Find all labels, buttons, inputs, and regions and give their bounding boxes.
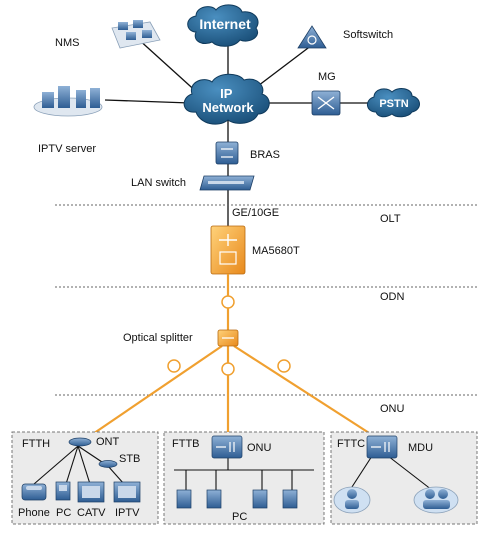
catv-icon — [77, 481, 105, 503]
bras-icon — [215, 141, 239, 165]
fttc-title: FTTC — [337, 438, 365, 450]
internet-cloud: Internet — [187, 4, 259, 47]
fttb-box: FTTB ONU PC — [163, 431, 325, 525]
olt-device-icon — [210, 225, 246, 275]
mdu-icon — [366, 435, 398, 459]
iptv-server-label: IPTV server — [38, 143, 96, 155]
olt-device-label: MA5680T — [252, 245, 300, 257]
fttb-pc-icons — [176, 489, 298, 509]
uplink-label: GE/10GE — [232, 207, 279, 219]
pstn-label: PSTN — [379, 98, 408, 110]
stb-label: STB — [119, 453, 140, 465]
pc-icon — [55, 481, 71, 501]
layer-odn-label: ODN — [380, 291, 405, 303]
fttc-box: FTTC MDU — [330, 431, 478, 525]
mg-label: MG — [318, 71, 336, 83]
pstn-cloud: PSTN — [367, 88, 420, 118]
ftth-title: FTTH — [22, 438, 50, 450]
softswitch-icon — [297, 25, 327, 49]
ont-label: ONT — [96, 436, 120, 448]
softswitch-label: Softswitch — [343, 29, 393, 41]
fttb-device-label: ONU — [247, 442, 272, 454]
core-links — [104, 37, 368, 226]
bras-label: BRAS — [250, 149, 280, 161]
nms-label: NMS — [55, 37, 79, 49]
layer-separators — [55, 204, 478, 396]
fttb-onu-icon — [211, 435, 243, 459]
fttb-terminals-label: PC — [232, 511, 247, 523]
iptv-server-icon — [33, 86, 103, 117]
stb-icon — [98, 460, 118, 468]
user-group-icon-1 — [333, 486, 371, 514]
ftth-terminal-catv: CATV — [77, 507, 106, 519]
ftth-box: FTTH ONT STB — [11, 431, 159, 525]
ftth-terminal-iptv: IPTV — [115, 507, 140, 519]
fiber-connector-icons — [167, 295, 291, 376]
user-group-icon-2 — [413, 486, 459, 514]
lan-switch-icon — [199, 175, 255, 191]
optical-splitter-label: Optical splitter — [123, 332, 193, 344]
iptv-icon — [113, 481, 141, 503]
nms-workstations-icon — [111, 20, 161, 49]
layer-olt-label: OLT — [380, 213, 401, 225]
ftth-terminal-pc: PC — [56, 507, 71, 519]
optical-splitter-icon — [217, 329, 239, 347]
fttc-device-label: MDU — [408, 442, 433, 454]
ip-network-label: IP Network — [202, 86, 254, 115]
layer-onu-label: ONU — [380, 403, 405, 415]
ont-icon — [68, 437, 92, 447]
mg-icon — [311, 90, 341, 116]
ftth-terminal-phone: Phone — [18, 507, 50, 519]
phone-icon — [21, 483, 47, 501]
internet-label: Internet — [199, 16, 251, 32]
lan-switch-label: LAN switch — [131, 177, 186, 189]
ip-network-cloud: IP Network — [183, 73, 270, 125]
fttb-title: FTTB — [172, 438, 200, 450]
